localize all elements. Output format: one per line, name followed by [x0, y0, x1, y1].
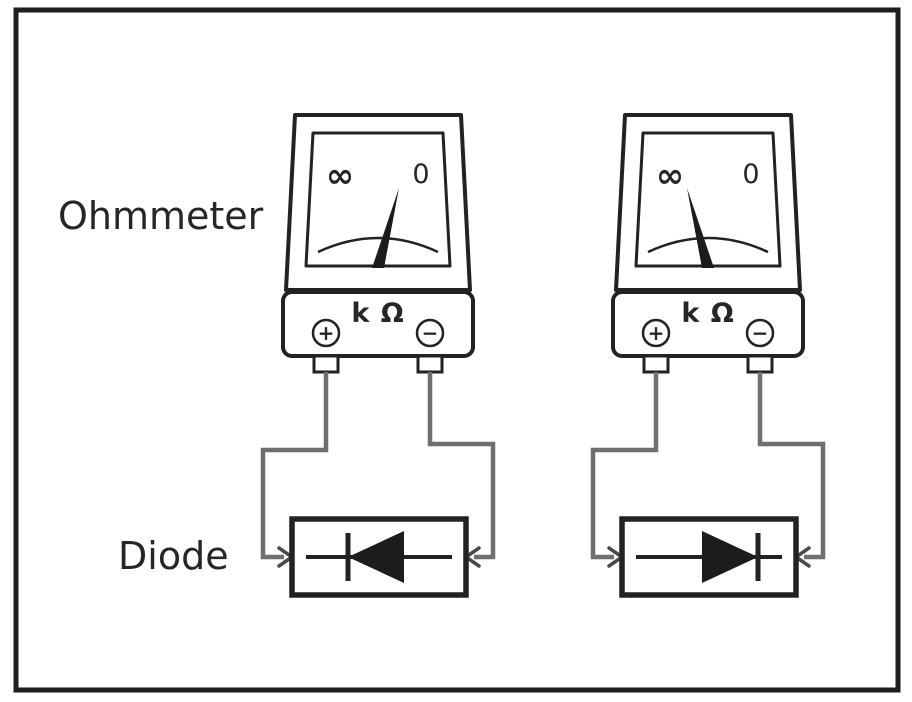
- diode-label: Diode: [118, 534, 229, 578]
- scale-arc: [317, 236, 439, 254]
- plus-sign: +: [648, 321, 665, 345]
- plus-sign: +: [318, 321, 335, 345]
- terminal-tab: [312, 354, 340, 374]
- positive-terminal-icon: [311, 318, 341, 348]
- kohm-unit-label: k Ω: [681, 298, 734, 329]
- meter-needle-icon: [687, 188, 714, 268]
- terminal-tab: [416, 354, 444, 374]
- zero-scale-label: 0: [742, 159, 759, 190]
- infinity-scale-label: ∞: [326, 156, 354, 196]
- positive-terminal-icon: [641, 318, 671, 348]
- wire-positive-right: [590, 372, 659, 560]
- wire-negative-left: [427, 372, 496, 560]
- diode-box-right: [619, 516, 799, 598]
- zero-scale-label: 0: [412, 159, 429, 190]
- infinity-scale-label: ∞: [656, 156, 684, 196]
- kohm-unit-label: k Ω: [351, 298, 404, 329]
- diode-symbol-icon: [636, 531, 782, 583]
- wire-negative-right: [757, 372, 826, 560]
- terminal-tab: [746, 354, 774, 374]
- scale-arc: [647, 236, 769, 254]
- wire-positive-left: [260, 372, 329, 560]
- minus-sign: −: [752, 321, 769, 345]
- diode-symbol-icon: [306, 531, 452, 583]
- meter-needle-icon: [372, 188, 399, 268]
- ohmmeter-label: Ohmmeter: [58, 194, 264, 238]
- diode-box-left: [289, 516, 469, 598]
- meter-screen: [634, 131, 782, 268]
- ohmmeter-right: ∞ 0 k Ω + −: [611, 113, 805, 374]
- meter-screen: [304, 131, 452, 268]
- negative-terminal-icon: [745, 318, 775, 348]
- ohmmeter-left: ∞ 0 k Ω + −: [281, 113, 475, 374]
- minus-sign: −: [422, 321, 439, 345]
- negative-terminal-icon: [415, 318, 445, 348]
- terminal-tab: [642, 354, 670, 374]
